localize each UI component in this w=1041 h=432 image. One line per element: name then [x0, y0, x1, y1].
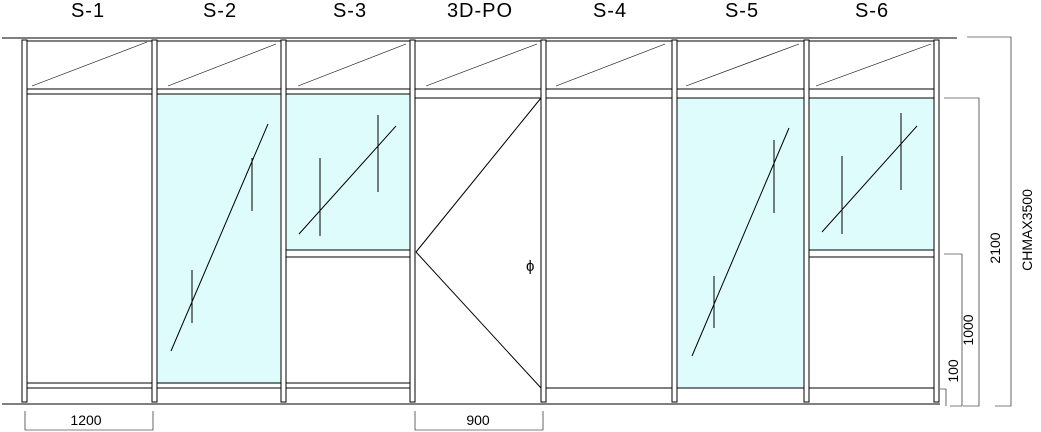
width-dimensions: 1200 900 — [24, 411, 544, 431]
dim-transom-height: 2100 — [987, 232, 1003, 263]
panel-label-s1: S-1 — [71, 0, 105, 22]
posts — [21, 39, 940, 403]
bottom-rails — [2, 382, 940, 405]
glass-fill-s3 — [286, 94, 410, 250]
dim-rail-height: 1000 — [960, 314, 976, 345]
panel-label-3dpo: 3D-PO — [447, 0, 513, 22]
panel-label-s5: S-5 — [725, 0, 759, 22]
post — [21, 39, 28, 403]
mid-transoms — [286, 249, 935, 258]
dim-module-width: 1200 — [70, 412, 101, 428]
door-swing — [415, 97, 542, 389]
post — [151, 39, 158, 403]
panel-label-s4: S-4 — [593, 0, 627, 22]
glass-reflections — [170, 113, 918, 357]
panel-label-s2: S-2 — [203, 0, 237, 22]
post — [409, 39, 416, 403]
post — [280, 39, 287, 403]
panel-labels: S-1 S-2 S-3 3D-PO S-4 S-5 S-6 — [71, 0, 889, 22]
panel-label-s6: S-6 — [855, 0, 889, 22]
height-dimensions: CHMAX3500 2100 1000 100 — [940, 36, 1035, 407]
dim-door-width: 900 — [466, 412, 490, 428]
post — [803, 39, 810, 403]
panel-label-s3: S-3 — [333, 0, 367, 22]
dim-ceiling-height: CHMAX3500 — [1019, 189, 1035, 271]
post — [933, 39, 940, 403]
post — [540, 39, 547, 403]
glass-fill-s5 — [677, 98, 805, 388]
dim-base-height: 100 — [945, 359, 961, 383]
post — [671, 39, 678, 403]
door-handle-icon: ϕ — [526, 258, 534, 275]
ceiling-lines — [2, 37, 957, 42]
glass-fill-s6 — [809, 98, 935, 250]
ceiling-hatch — [31, 41, 932, 87]
